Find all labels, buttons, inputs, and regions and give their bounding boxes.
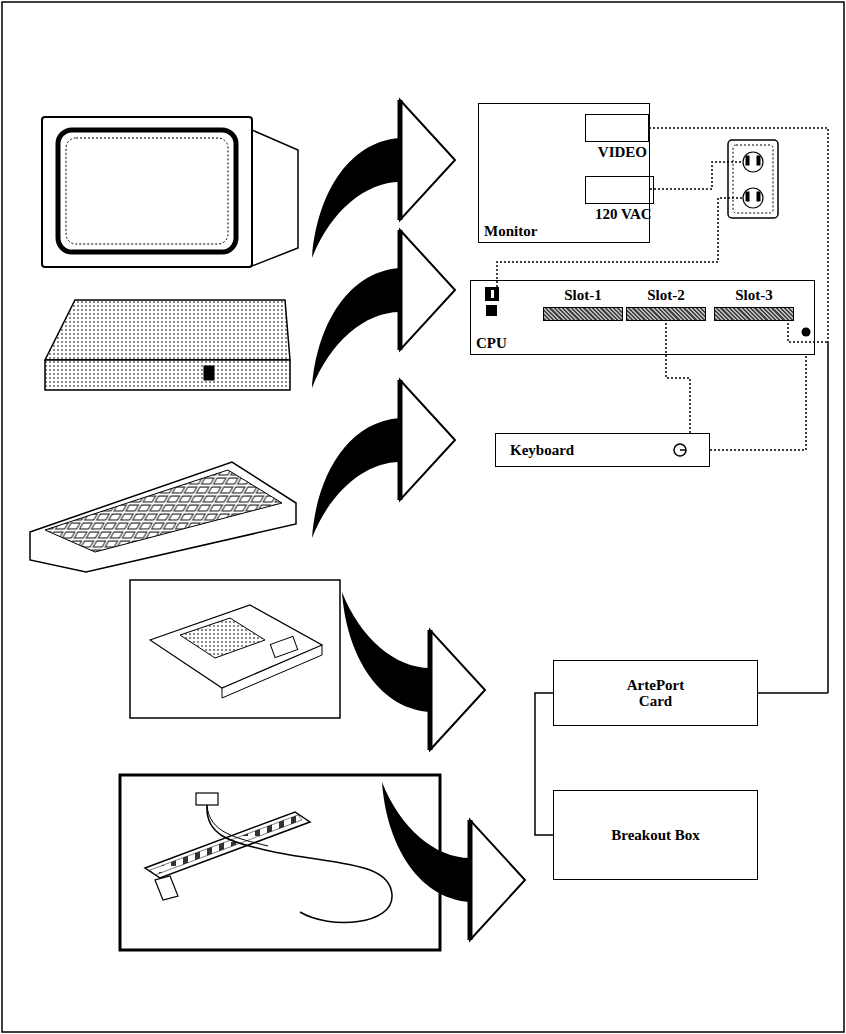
arrow-tail [312, 268, 400, 388]
arrow-head [400, 230, 455, 350]
node-label: 120 VAC [595, 206, 652, 223]
slot-connector [626, 307, 706, 321]
breakout-box: Breakout Box [553, 790, 758, 880]
node-label: Breakout Box [611, 827, 699, 844]
arrow-head [400, 100, 455, 220]
node-label: Slot-1 [543, 287, 623, 304]
arrow-head-edge [398, 230, 403, 350]
expansion-slot: Slot-2 [626, 285, 706, 323]
keyboard-drawing [30, 462, 296, 572]
node-label: VIDEO [598, 144, 647, 161]
curved-arrow [312, 230, 455, 388]
arrow-head-edge [398, 380, 403, 500]
cpu-drawing [45, 300, 290, 390]
power-switch [491, 290, 494, 298]
cable [758, 323, 828, 693]
cable [535, 693, 553, 835]
card-drawing [130, 580, 340, 718]
card-box: ArtePort Card [553, 660, 758, 726]
arrow-head [430, 630, 485, 750]
node-label: Slot-3 [714, 287, 794, 304]
expansion-slot: Slot-1 [543, 285, 623, 323]
port-socket [585, 176, 654, 204]
monitor-drawing [42, 117, 298, 267]
keyboard-jack [680, 449, 686, 451]
keyboard-box: Keyboard [495, 433, 710, 467]
arrow-head-edge [398, 100, 403, 220]
arrow-head [400, 380, 455, 500]
arrow-tail [342, 592, 430, 712]
power-cord [650, 162, 743, 189]
keyboard-port [802, 328, 811, 337]
arrow-head-edge [428, 630, 433, 750]
keyboard-jack [674, 444, 686, 456]
monitor-box: Monitor VIDEO 120 VAC [478, 103, 650, 243]
node-label: CPU [476, 335, 507, 352]
node-label: Monitor [484, 223, 537, 240]
power-switch [485, 287, 499, 301]
arrow-head [470, 820, 525, 940]
cpu-box: CPU Slot-1Slot-2 Slot-3 [470, 280, 815, 355]
cable [666, 323, 690, 433]
node-label: Slot-2 [626, 287, 706, 304]
curved-arrow [312, 100, 455, 258]
arrow-tail [382, 782, 470, 902]
node-label: ArtePort Card [611, 677, 701, 710]
curved-arrow [382, 782, 525, 940]
slot-connector [543, 307, 623, 321]
node-label: Keyboard [510, 442, 574, 459]
power-outlet [728, 140, 778, 218]
video-port: VIDEO [585, 114, 649, 164]
expansion-slot: Slot-3 [714, 285, 794, 323]
slot-connector [714, 307, 794, 321]
power-jack [486, 305, 497, 316]
power-port: 120 VAC [585, 176, 654, 226]
breakout-cable-drawing [120, 775, 440, 950]
arrow-tail [312, 418, 400, 538]
port-socket [585, 114, 649, 142]
arrow-head-edge [468, 820, 473, 940]
cable [649, 128, 828, 693]
curved-arrow [312, 380, 455, 538]
curved-arrow [342, 592, 485, 750]
arrow-tail [312, 138, 400, 258]
cable [710, 355, 806, 450]
